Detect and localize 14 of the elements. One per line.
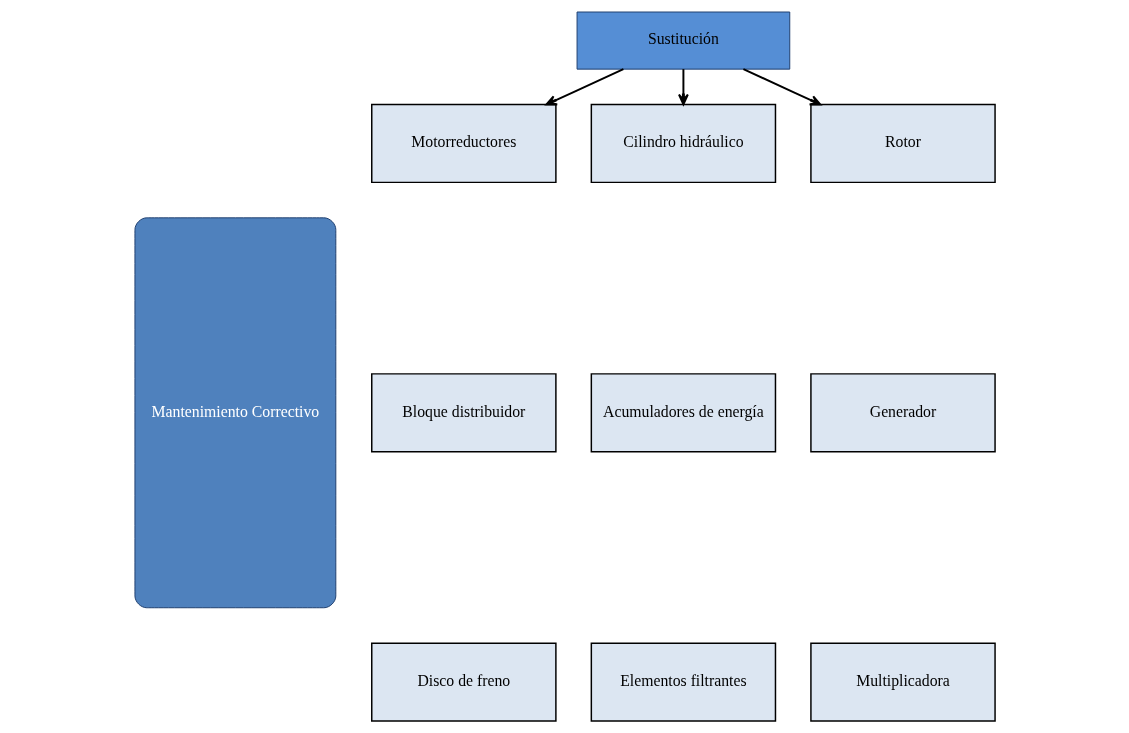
node-box: Elementos filtrantes [590,642,776,722]
arrow [677,68,689,106]
node-box: Generador [809,373,996,453]
node-box: Multiplicadora [809,642,996,722]
node-box: Cilindro hidráulico [590,103,776,184]
node-box: Disco de freno [370,642,557,722]
node-box: Acumuladores de energía [590,373,776,453]
node-box: Motorreductores [370,103,557,184]
node-box: Rotor [809,103,996,184]
node-box: Sustitución [576,11,790,70]
arrow [544,68,624,106]
node-box: Bloque distribuidor [370,373,557,453]
node-box: Mantenimiento Correctivo [133,217,336,609]
arrow [741,68,821,106]
